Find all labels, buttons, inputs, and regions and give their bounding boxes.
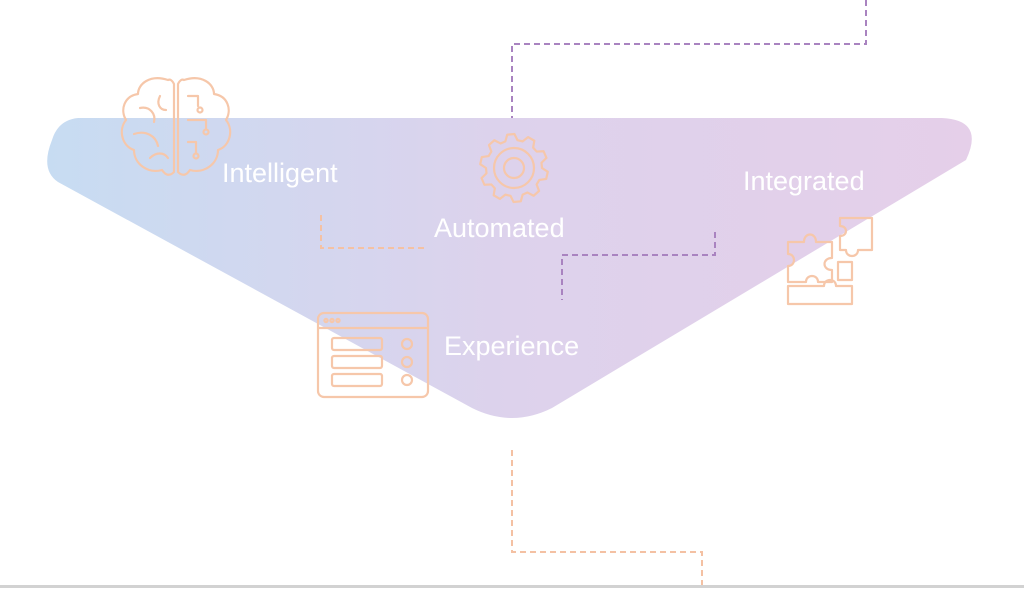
connector-automated-integrated [561, 232, 716, 300]
connector-top [511, 0, 867, 122]
gear-icon [479, 132, 549, 204]
bottom-divider [0, 585, 1024, 588]
label-automated: Automated [434, 213, 565, 243]
label-integrated: Integrated [743, 166, 865, 196]
connector-bottom [511, 450, 703, 588]
connector-intelligent-automated [320, 215, 424, 249]
puzzle-icon [786, 216, 874, 306]
label-intelligent: Intelligent [222, 158, 338, 188]
browser-window-icon [316, 311, 430, 399]
label-experience: Experience [444, 331, 579, 361]
funnel-shape [47, 118, 972, 418]
brain-icon [120, 77, 232, 176]
